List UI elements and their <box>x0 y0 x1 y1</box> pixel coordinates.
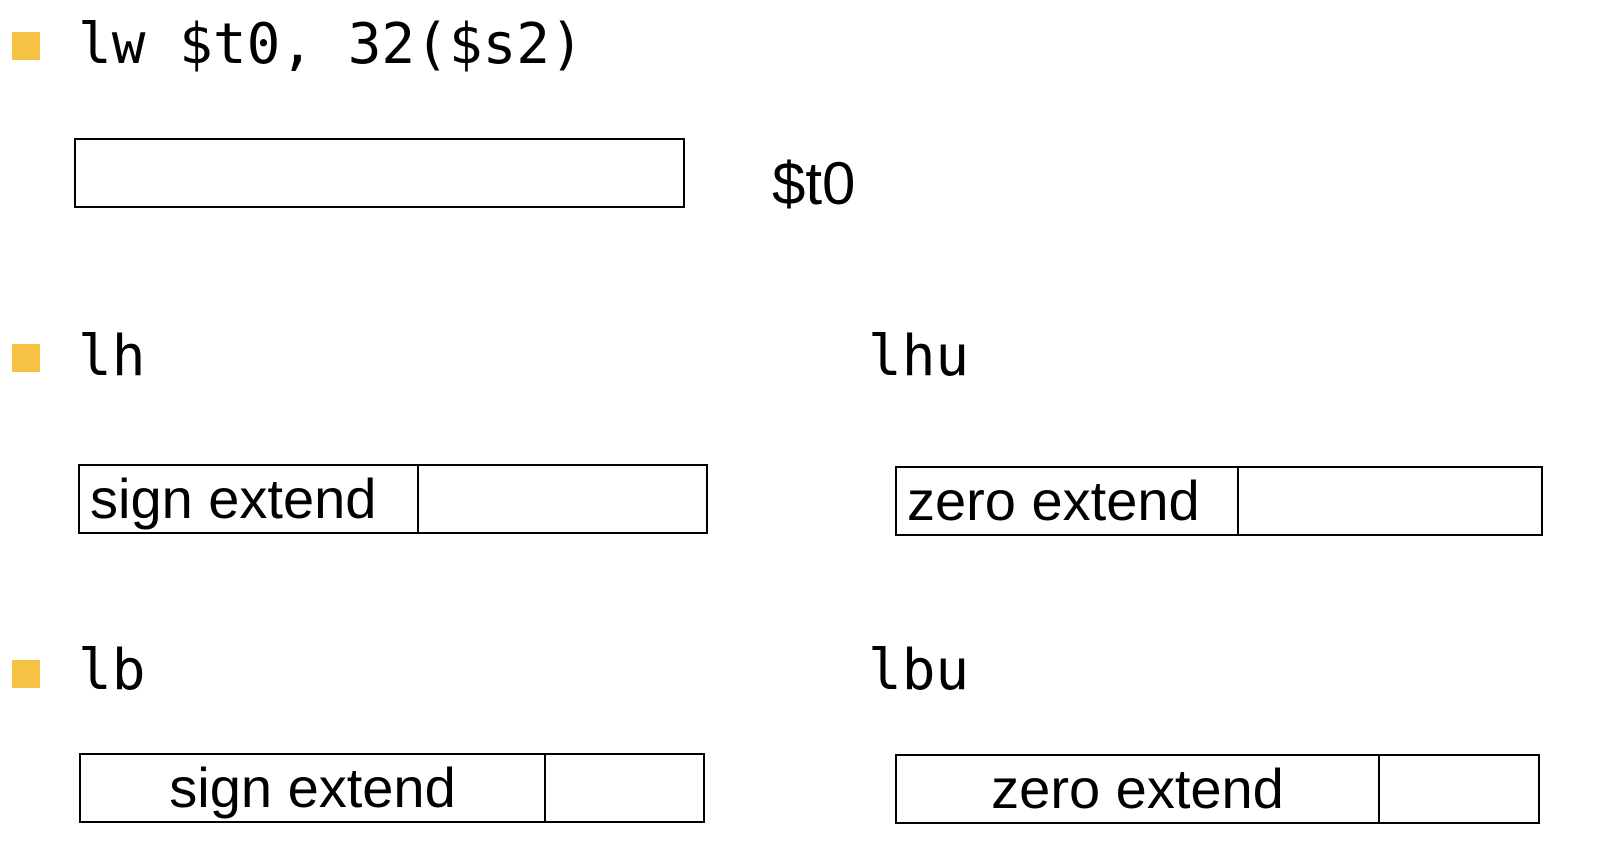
lw-instruction: lw $t0, 32($s2) <box>78 12 584 77</box>
lbu-instruction: lbu <box>868 638 970 703</box>
lh-instruction: lh <box>78 324 146 389</box>
lh-register-box: sign extend <box>78 464 708 534</box>
lb-byte-field <box>546 755 703 821</box>
lhu-instruction: lhu <box>868 324 970 389</box>
lb-instruction: lb <box>78 638 146 703</box>
lbu-byte-field <box>1380 756 1538 822</box>
bullet-lw <box>12 32 40 60</box>
lbu-register-box: zero extend <box>895 754 1540 824</box>
t0-register-box <box>74 138 685 208</box>
lhu-halfword-field <box>1239 468 1541 534</box>
lb-register-box: sign extend <box>79 753 705 823</box>
lh-sign-extend-field: sign extend <box>80 466 419 532</box>
lh-halfword-field <box>419 466 706 532</box>
t0-register-label: $t0 <box>772 150 856 217</box>
lhu-zero-extend-field: zero extend <box>897 468 1239 534</box>
lb-sign-extend-field: sign extend <box>81 755 546 821</box>
t0-word-field <box>76 140 683 206</box>
bullet-lh <box>12 344 40 372</box>
lhu-register-box: zero extend <box>895 466 1543 536</box>
lbu-zero-extend-field: zero extend <box>897 756 1380 822</box>
bullet-lb <box>12 660 40 688</box>
